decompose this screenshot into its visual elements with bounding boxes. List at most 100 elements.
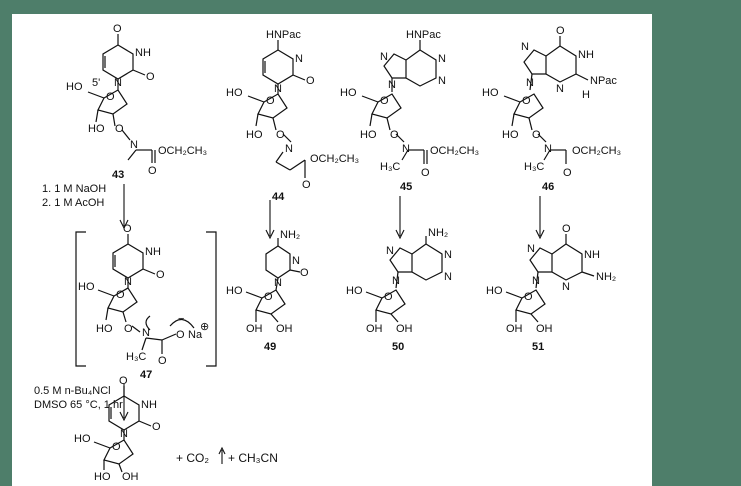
cytosine-ring-44 — [262, 40, 306, 94]
label-47-8: N — [142, 327, 150, 339]
label-51-5: NH₂ — [596, 271, 616, 283]
label-45-11: O — [421, 167, 430, 179]
label-46-14: OCH₂CH₃ — [572, 145, 621, 157]
ribose-ring-51 — [505, 289, 546, 323]
oxime-ester-46 — [537, 133, 567, 164]
bracket-right — [206, 231, 217, 367]
label-46-8: O — [522, 95, 531, 107]
reaction-arrows — [119, 184, 545, 422]
label-46-12: H₃C — [524, 161, 544, 173]
ribose-ring-47 — [97, 287, 138, 323]
compound-number-43: 43 — [112, 169, 124, 181]
uracil-ring-43 — [102, 34, 146, 90]
label-50-2: N — [444, 271, 452, 283]
label-47-2: N — [124, 276, 132, 288]
gas-evolution-arrow — [218, 446, 226, 464]
compound-44: HNPac N N O HO O HO O N O OCH₂CH₃ 44 — [226, 29, 359, 203]
byproduct-co2: + CO₂ — [176, 451, 209, 465]
adenine-rings-50 — [389, 236, 443, 289]
adenine-rings-45 — [383, 40, 437, 92]
compound-49: NH₂ N N O HO O OH OH 49 — [226, 229, 309, 353]
charge-plus-47: ⊕ — [200, 321, 209, 333]
label-product-7: OH — [122, 471, 139, 483]
compound-51: O N NH N N NH₂ HO O OH OH 51 — [486, 223, 616, 353]
label-51-0: O — [562, 223, 571, 235]
ribose-ring-49 — [245, 289, 286, 323]
label-47-11: H₃C — [126, 351, 146, 363]
label-44-7: O — [276, 129, 285, 141]
label-45-1: N — [438, 53, 446, 65]
label-50-6: O — [384, 291, 393, 303]
final-product: O NH N O HO O HO OH — [74, 375, 161, 483]
compound-number-50: 50 — [392, 341, 404, 353]
label-49-1: N — [292, 255, 300, 267]
label-47-5: O — [116, 289, 125, 301]
label-43-10: O — [148, 165, 157, 177]
arrowhead-46-to-51 — [535, 229, 545, 240]
label-46-6: H — [582, 89, 590, 101]
label-44-8: N — [285, 143, 293, 155]
guanine-rings-51 — [529, 234, 595, 289]
arrowhead-44-to-49 — [265, 229, 275, 240]
byproduct-acetonitrile: + CH₃CN — [228, 451, 278, 465]
label-44-10: OCH₂CH₃ — [310, 153, 359, 165]
label-43-11: OCH₂CH₃ — [158, 145, 207, 157]
label-47-1: NH — [145, 246, 161, 258]
label-product-0: O — [119, 375, 128, 387]
ribose-ring-44 — [247, 93, 288, 131]
label-49-6: OH — [246, 323, 263, 335]
label-43-9: N — [130, 139, 138, 151]
label-45-10: H₃C — [380, 161, 400, 173]
ribose-ring-46 — [503, 93, 544, 131]
label-44-6: HO — [246, 129, 263, 141]
label-45-0: HNPac — [406, 29, 441, 41]
condition-step1-line2: 2. 1 M AcOH — [42, 197, 104, 209]
label-46-11: N — [544, 143, 552, 155]
guanine-rings-46 — [523, 36, 589, 91]
label-46-3: N — [556, 83, 564, 95]
compound-43: O NH N O HO 5' O HO O N O OCH₂CH₃ 43 — [66, 23, 207, 181]
label-49-7: OH — [276, 323, 293, 335]
label-51-2: NH — [584, 249, 600, 261]
label-46-5: NPac — [590, 75, 617, 87]
label-45-8: O — [390, 129, 399, 141]
label-47-4: HO — [78, 281, 95, 293]
label-45-4: N — [388, 79, 396, 91]
label-product-3: O — [152, 421, 161, 433]
cytosine-ring-49 — [265, 238, 301, 291]
label-51-3: N — [562, 281, 570, 293]
label-43-2: N — [114, 77, 122, 89]
compound-47: O NH N O HO O HO O N O Na H₃C O − ⊕ 47 — [75, 223, 217, 381]
label-51-7: O — [524, 291, 533, 303]
label-44-4: HO — [226, 87, 243, 99]
label-45-12: OCH₂CH₃ — [430, 145, 479, 157]
compound-number-45: 45 — [400, 181, 412, 193]
arrowhead-45-to-50 — [395, 229, 405, 240]
label-46-7: HO — [482, 87, 499, 99]
label-46-1: N — [521, 41, 529, 53]
oxime-ester-44 — [275, 133, 306, 178]
uracil-ring-product — [108, 386, 152, 440]
charge-minus-47: − — [178, 313, 184, 325]
label-43-3: O — [146, 71, 155, 83]
compound-number-44: 44 — [272, 191, 285, 203]
label-51-9: OH — [536, 323, 553, 335]
bracket-left — [75, 231, 86, 367]
ribose-ring-product — [93, 439, 134, 473]
oxime-ester-43 — [121, 129, 156, 163]
label-43-1: NH — [135, 47, 151, 59]
compound-number-47: 47 — [140, 369, 152, 381]
condition-step2-line2: DMSO 65 °C, 1 hr — [34, 399, 123, 411]
ribose-ring-50 — [365, 289, 406, 323]
label-50-8: OH — [396, 323, 413, 335]
label-product-5: O — [112, 441, 121, 453]
compound-45: HNPac N N N N HO O HO O N H₃C O OCH₂CH₃ … — [340, 29, 479, 193]
label-50-1: N — [444, 249, 452, 261]
label-50-3: N — [386, 245, 394, 257]
compound-46: O N NH N N NPac H HO O HO O N H₃C O OCH₂… — [482, 25, 621, 193]
label-50-5: HO — [346, 285, 363, 297]
label-44-0: HNPac — [266, 29, 301, 41]
oxime-ester-45 — [395, 133, 428, 164]
arrowhead-43-to-47 — [119, 219, 129, 230]
